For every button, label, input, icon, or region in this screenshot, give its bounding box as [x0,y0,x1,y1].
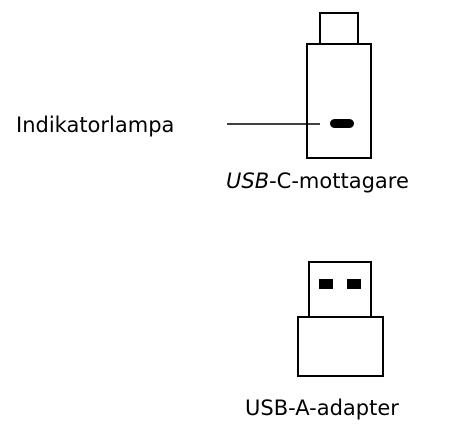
usb-c-receiver-label: USB-C-mottagare [226,171,409,192]
usb-c-receiver-label-prefix: USB [226,169,270,193]
usb-a-connector [308,261,372,318]
usb-c-receiver [227,12,372,159]
usb-a-adapter-body [297,316,384,377]
indicator-label: Indikatorlampa [16,113,175,137]
usb-a-pin-left [319,279,333,289]
usb-a-pin-right [347,279,361,289]
usb-a-adapter-label: USB-A-adapter [245,396,399,420]
usb-a-adapter [297,261,384,377]
usb-c-receiver-body [306,43,372,159]
usb-c-receiver-label-suffix: -C-mottagare [269,169,409,193]
indicator-light [330,119,354,128]
usb-c-connector-tip [319,12,359,45]
